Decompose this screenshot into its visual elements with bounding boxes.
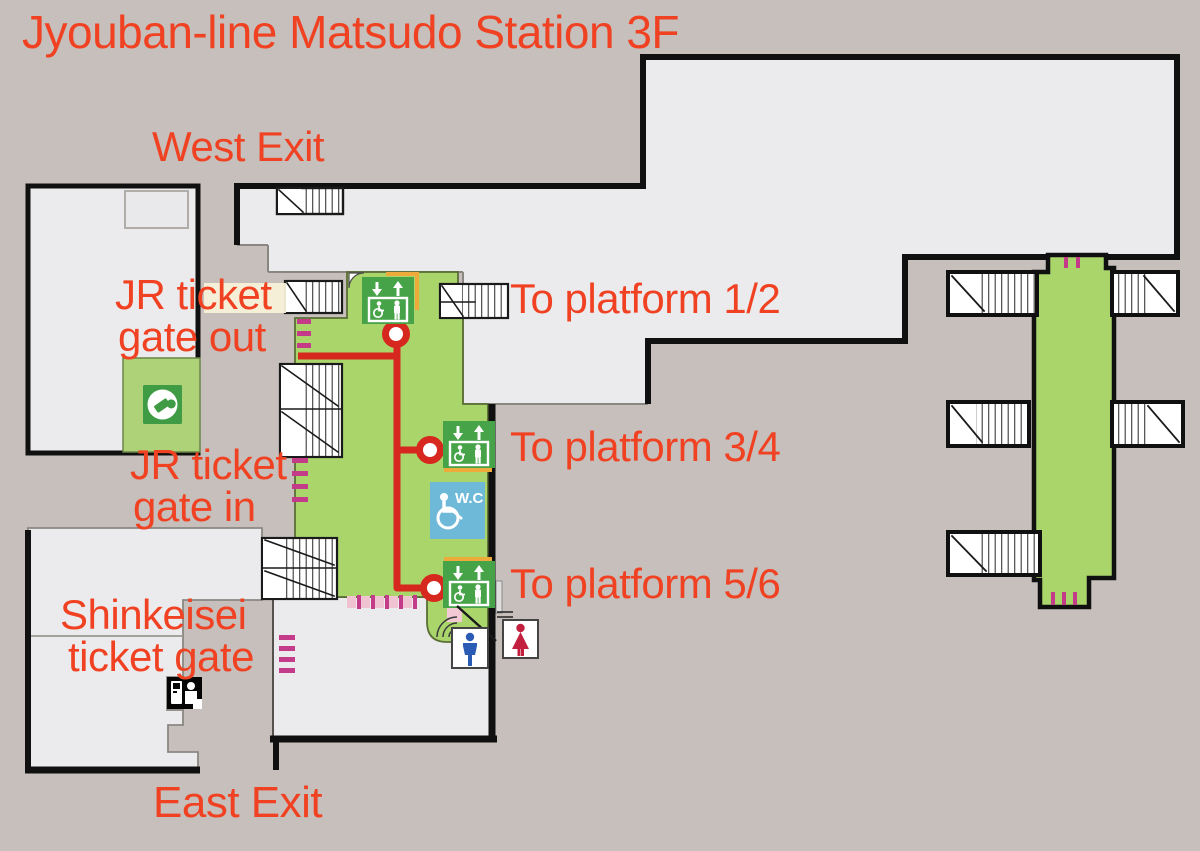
gate-ticks-concourse-south bbox=[347, 595, 417, 609]
gate-ticks-jr-in bbox=[292, 458, 308, 502]
stairs-platform-row2-left bbox=[946, 400, 1031, 448]
gate-ticks-corridor-north bbox=[1064, 257, 1080, 268]
alcove-wall bbox=[456, 605, 497, 642]
accessible-wc-icon: W.C bbox=[430, 482, 485, 539]
female-toilet-icon bbox=[502, 619, 539, 659]
jr-gate-out-label-line1: JR ticket bbox=[115, 271, 272, 318]
label-highlight bbox=[204, 283, 286, 313]
route-node-platform-12 bbox=[382, 320, 410, 348]
elevator-icon-platform-12 bbox=[362, 277, 414, 324]
jr-gate-in-label-line2: gate in bbox=[133, 483, 256, 530]
toilet-alcove bbox=[436, 580, 513, 642]
route-node-platform-56 bbox=[420, 574, 448, 602]
tactile-paving-lines bbox=[386, 272, 492, 561]
route-node-platform-34 bbox=[416, 436, 444, 464]
elevator-icon-platform-34 bbox=[443, 421, 495, 468]
map-title: Jyouban-line Matsudo Station 3F bbox=[22, 6, 679, 58]
to-platform-56-label: To platform 5/6 bbox=[510, 560, 780, 607]
to-platform-34-label: To platform 3/4 bbox=[510, 423, 780, 470]
stairs-west-exit bbox=[275, 186, 345, 216]
room-lower-left bbox=[25, 527, 263, 774]
shinkeisei-label-line2: ticket gate bbox=[68, 633, 254, 680]
tactile-paving-line bbox=[386, 272, 419, 310]
stairs-west-double bbox=[278, 362, 344, 459]
jr-gate-in-label-line1: JR ticket bbox=[130, 441, 287, 488]
jr-gate-out-area bbox=[122, 357, 201, 453]
stairs-platform-row1-left bbox=[946, 270, 1039, 317]
platform-corridor-green bbox=[1031, 252, 1117, 610]
toilet-gate-pad bbox=[447, 608, 462, 622]
map-labels: Jyouban-line Matsudo Station 3F West Exi… bbox=[22, 6, 781, 827]
gate-ticks-shinkeisei bbox=[279, 635, 295, 673]
stairs-gate-in-double bbox=[260, 536, 339, 601]
jr-ticket-gate-icon bbox=[143, 385, 182, 424]
stairs-north-east bbox=[438, 282, 510, 320]
wc-sign-label: W.C bbox=[455, 490, 483, 507]
door-swing-arc bbox=[348, 272, 365, 289]
route-path bbox=[298, 320, 448, 602]
jr-gate-out-label-line2: gate out bbox=[118, 313, 267, 360]
stairs-group bbox=[260, 186, 1185, 601]
stairs-platform-row3-left bbox=[946, 530, 1042, 577]
gate-ticks-corridor-south bbox=[1051, 592, 1077, 605]
stairs-platform-row2-right bbox=[1110, 400, 1185, 448]
male-toilet-icon bbox=[451, 627, 489, 669]
elevator-icon-platform-56 bbox=[443, 561, 495, 608]
shinkeisei-staffed-gate-icon bbox=[167, 677, 202, 709]
stairs-north-west bbox=[283, 279, 344, 315]
west-exit-label: West Exit bbox=[152, 123, 325, 170]
north-walls bbox=[234, 54, 1180, 404]
east-exit-label: East Exit bbox=[153, 778, 322, 827]
to-platform-12-label: To platform 1/2 bbox=[510, 275, 780, 322]
kiosk-booth bbox=[124, 190, 189, 229]
gate-ticks-jr-out bbox=[297, 319, 311, 348]
stairs-platform-row1-right bbox=[1110, 270, 1180, 317]
pillar bbox=[495, 580, 503, 614]
shinkeisei-label-line1: Shinkeisei bbox=[60, 591, 246, 638]
